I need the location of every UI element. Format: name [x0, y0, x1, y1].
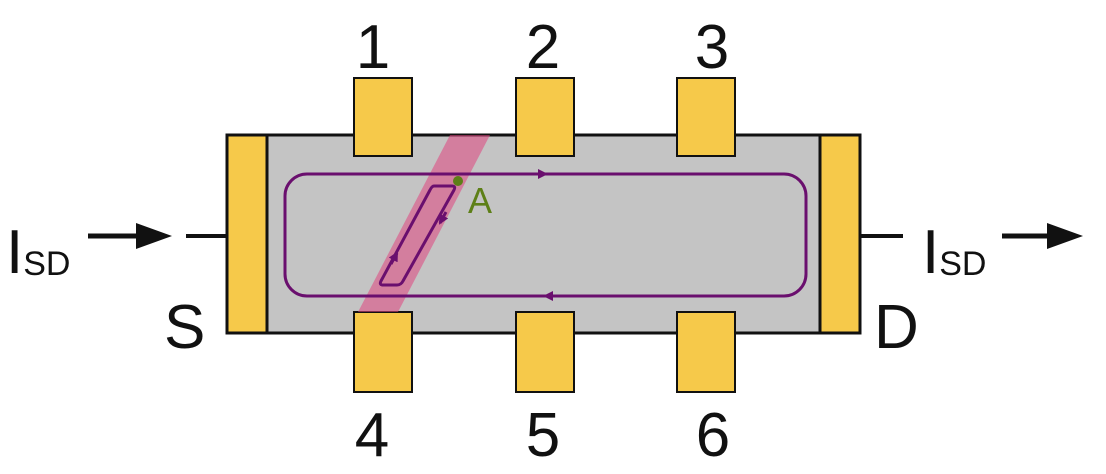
contact-1-label: 1: [356, 13, 390, 82]
inner-arrow-down: [438, 211, 449, 225]
drain-electrode: [818, 133, 862, 335]
contact-1: [353, 77, 413, 157]
channel-body: [265, 133, 822, 335]
contact-5-label: 5: [526, 401, 560, 470]
contact-6: [676, 311, 736, 393]
drain-label: D: [874, 293, 919, 362]
inner-arrow-up: [388, 251, 399, 265]
point-a-marker: [453, 176, 463, 186]
contact-2: [515, 77, 575, 157]
contact-4-label: 4: [355, 401, 389, 470]
contact-3: [676, 77, 736, 157]
current-in-arrowhead: [136, 223, 172, 249]
current-out-arrowhead: [1047, 223, 1083, 249]
source-label: S: [164, 293, 205, 362]
contact-4: [353, 311, 413, 393]
source-electrode: [225, 133, 269, 335]
current-in-label: ISD: [6, 218, 70, 287]
point-a-label: A: [468, 180, 492, 221]
current-out-label: ISD: [922, 218, 986, 287]
contact-3-label: 3: [695, 13, 729, 82]
contact-2-label: 2: [526, 13, 560, 82]
contact-6-label: 6: [696, 401, 730, 470]
stripe-inner-loop: [378, 184, 457, 287]
contact-5: [515, 311, 575, 393]
